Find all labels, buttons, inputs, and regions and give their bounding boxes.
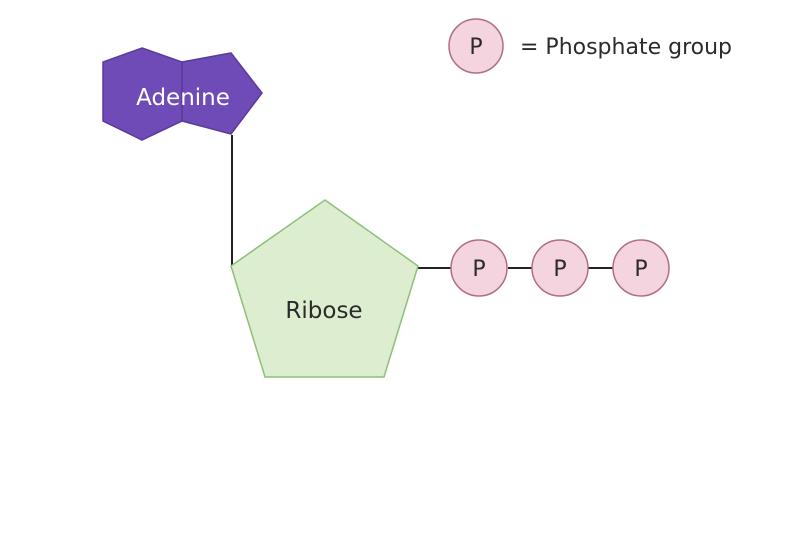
phosphate-circle	[612, 239, 670, 297]
adenine-pentagon	[181, 52, 263, 135]
phosphate-label: P	[634, 257, 647, 282]
phosphate-group: P	[531, 239, 589, 297]
legend: P = Phosphate group	[448, 18, 732, 74]
phosphate-group: P	[450, 239, 508, 297]
adenine-label: Adenine	[136, 85, 230, 111]
phosphate-chain: P P P	[450, 239, 670, 297]
phosphate-circle	[531, 239, 589, 297]
legend-text: = Phosphate group	[520, 35, 732, 60]
legend-phosphate-symbol: P	[469, 35, 482, 60]
legend-phosphate-circle	[448, 18, 504, 74]
adenine-molecule: Adenine	[102, 47, 263, 141]
ribose-pentagon	[230, 199, 419, 378]
ribose-molecule: Ribose	[230, 199, 419, 378]
phosphate-group: P	[612, 239, 670, 297]
phosphate-label: P	[553, 257, 566, 282]
phosphate-label: P	[472, 257, 485, 282]
ribose-label: Ribose	[285, 298, 362, 324]
phosphate-circle	[450, 239, 508, 297]
